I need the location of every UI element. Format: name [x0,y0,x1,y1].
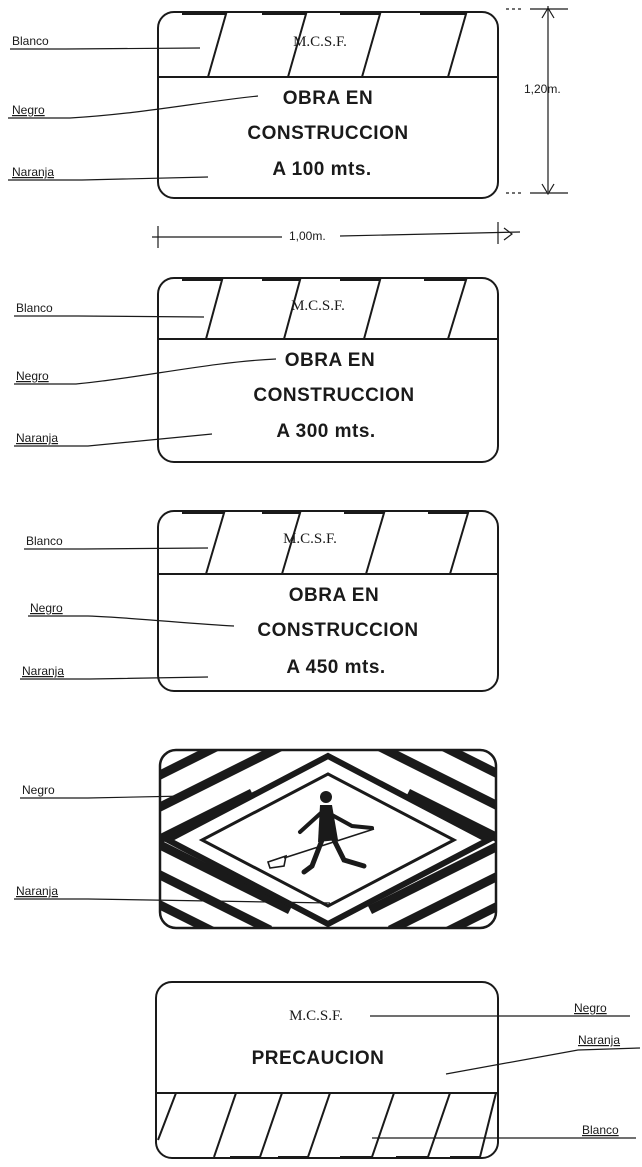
sign-3-callout-blanco: Blanco [26,534,63,548]
sign-1-callout-blanco: Blanco [12,34,49,48]
sign-5-callout-blanco: Blanco [582,1123,619,1137]
sign-5-callouts [370,1015,641,1139]
sign-2-callout-naranja: Naranja [16,431,58,445]
sign-3-panel [157,510,499,692]
sign-4-callout-negro: Negro [22,783,55,797]
sign-4-panel [158,748,498,930]
sign-3-line-2: CONSTRUCCION [257,620,418,641]
sign-5-white-stripes [157,1092,498,1158]
sign-1-callout-negro: Negro [12,103,45,117]
sign-1-org: M.C.S.F. [293,34,347,50]
sign-1-line-3: A 100 mts. [272,159,371,180]
sign-5-org: M.C.S.F. [289,1008,343,1024]
sign-2-white-stripes [164,279,468,340]
sign-2-line-2: CONSTRUCCION [253,385,414,406]
width-dimension [152,222,521,248]
sign-2: M.C.S.F. OBRA EN CONSTRUCCION A 300 mts.… [14,277,499,463]
sign-1-line-2: CONSTRUCCION [247,123,408,144]
sign-5-line-1: PRECAUCION [252,1048,385,1069]
sign-5-callout-naranja: Naranja [578,1033,620,1047]
sign-2-callouts [14,315,277,447]
sign-2-callout-blanco: Blanco [16,301,53,315]
sign-4-callouts [14,795,331,904]
sign-3-org: M.C.S.F. [283,531,337,547]
sign-3-callout-naranja: Naranja [22,664,64,678]
sign-1: M.C.S.F. OBRA EN CONSTRUCCION A 100 mts.… [8,6,568,248]
sign-1-callouts [8,47,259,181]
sign-1-callout-naranja: Naranja [12,165,54,179]
sign-1-line-1: OBRA EN [283,88,373,109]
sign-5-panel [155,981,499,1159]
worker-shoveling-icon [266,791,375,875]
sign-1-panel [157,11,499,199]
sign-4: Negro Naranja [14,748,498,930]
height-dimension-label: 1,20m. [524,82,561,96]
sign-5-callout-negro: Negro [574,1001,607,1015]
sign-2-line-1: OBRA EN [285,350,375,371]
height-dimension [506,6,568,196]
sign-3-callout-negro: Negro [30,601,63,615]
sign-3-white-stripes [164,512,470,575]
sign-3-line-3: A 450 mts. [286,657,385,678]
sign-2-panel [157,277,499,463]
sign-2-callout-negro: Negro [16,369,49,383]
width-dimension-label: 1,00m. [289,229,326,243]
sign-2-line-3: A 300 mts. [276,421,375,442]
sign-3: M.C.S.F. OBRA EN CONSTRUCCION A 450 mts.… [20,510,499,692]
sign-1-white-stripes [164,13,468,78]
sign-4-callout-naranja: Naranja [16,884,58,898]
sign-5: M.C.S.F. PRECAUCION Negro Naranja Blanco [155,981,641,1159]
sign-3-callouts [20,547,235,680]
sign-2-org: M.C.S.F. [291,298,345,314]
sign-3-line-1: OBRA EN [289,585,379,606]
